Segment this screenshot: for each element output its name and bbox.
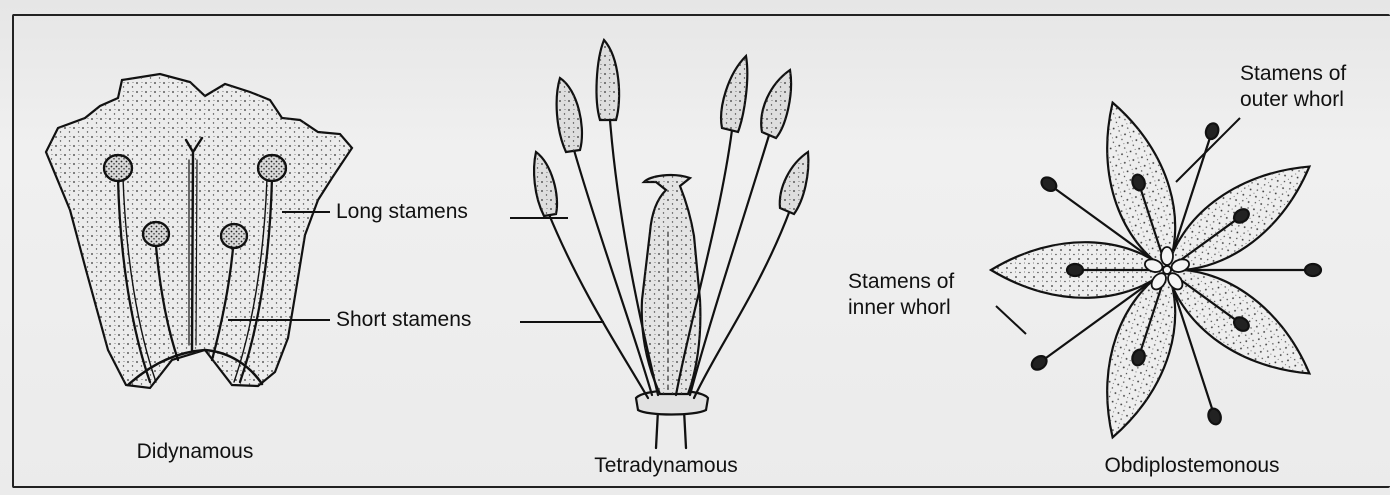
label-inner-whorl-line1: Stamens of: [848, 270, 954, 294]
caption-tetradynamous: Tetradynamous: [594, 454, 738, 478]
tetradynamous-flower: [534, 40, 808, 448]
caption-obdiplostemonous: Obdiplostemonous: [1104, 454, 1279, 478]
leader-inner-whorl: [996, 306, 1026, 334]
label-outer-whorl-line1: Stamens of: [1240, 62, 1346, 86]
label-outer-whorl-line2: outer whorl: [1240, 88, 1344, 112]
obdiplostemonous-flower: [991, 94, 1326, 446]
label-short-stamens: Short stamens: [336, 308, 471, 332]
didynamous-flower: [46, 74, 352, 388]
caption-didynamous: Didynamous: [137, 440, 254, 464]
label-inner-whorl-line2: inner whorl: [848, 296, 951, 320]
label-long-stamens: Long stamens: [336, 200, 468, 224]
